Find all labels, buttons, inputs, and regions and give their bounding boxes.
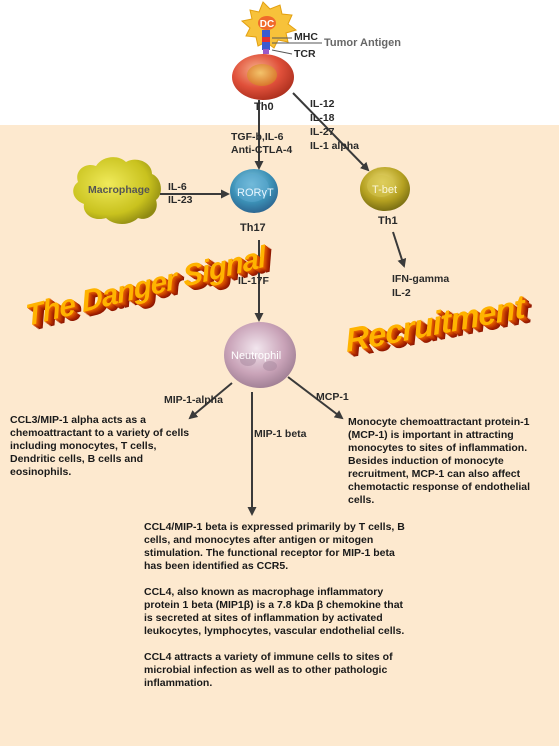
mip1-beta-label: MIP-1 beta <box>254 428 307 440</box>
signal-il6: IL-6 <box>168 181 187 193</box>
mip1-alpha-label: MIP-1-alpha <box>164 394 223 406</box>
mcp1-description: Monocyte chemoattractant protein-1 (MCP-… <box>348 416 531 506</box>
dc-label: DC <box>260 19 274 30</box>
macrophage-label: Macrophage <box>88 184 150 196</box>
pathway-arrows <box>160 92 407 516</box>
background-band <box>0 125 559 746</box>
arrow-neutrophil-to-mcp1 <box>287 376 344 420</box>
tcr-label: TCR <box>294 48 316 60</box>
signal-tgfb-il6: TGF-b,IL-6 <box>231 131 284 143</box>
th1-label: Th1 <box>378 215 398 227</box>
roryt-label: RORγT <box>237 187 274 199</box>
mcp1-label: MCP-1 <box>316 391 349 403</box>
th17-cell <box>230 169 278 213</box>
signal-anti-ctla4: Anti-CTLA-4 <box>231 144 293 156</box>
ccl4-paragraph-2: CCL4, also known as macrophage inflammat… <box>144 586 405 637</box>
ccl4-paragraph-3: CCL4 attracts a variety of immune cells … <box>144 651 393 689</box>
arrow-th0-to-th1 <box>292 92 370 172</box>
ccl4-description: CCL4/MIP-1 beta is expressed primarily b… <box>144 521 412 690</box>
tbet-label: T-bet <box>372 184 398 196</box>
cytokine-ifn-gamma: IFN-gamma <box>392 273 450 285</box>
signal-il27: IL-27 <box>310 126 335 138</box>
neutrophil-label: Neutrophil <box>231 350 282 362</box>
signal-il12: IL-12 <box>310 98 335 110</box>
cytokine-il2: IL-2 <box>392 287 411 299</box>
arrow-neutrophil-to-ccl3 <box>188 382 233 420</box>
signal-il1-alpha: IL-1 alpha <box>310 140 360 152</box>
th0-cell <box>232 54 294 100</box>
th0-label: Th0 <box>254 101 274 113</box>
neutrophil-cell <box>224 322 296 388</box>
cytokine-il17a: IL17A <box>238 262 267 274</box>
signal-il23: IL-23 <box>168 194 193 206</box>
ccl3-description: CCL3/MIP-1 alpha acts as a chemoattracta… <box>10 414 190 478</box>
arrow-th1-to-cytokines <box>392 231 407 268</box>
ccl4-paragraph-1: CCL4/MIP-1 beta is expressed primarily b… <box>144 521 405 572</box>
dendritic-cell: DC <box>240 1 298 49</box>
th1-cell <box>360 167 410 211</box>
signal-il18: IL-18 <box>310 112 335 124</box>
macrophage-cell <box>73 157 161 224</box>
cytokine-il17f: IL-17F <box>238 275 269 287</box>
th17-label: Th17 <box>240 222 266 234</box>
mhc-tcr-complex <box>262 30 322 55</box>
tumor-antigen-label: Tumor Antigen <box>324 37 401 49</box>
mhc-label: MHC <box>294 31 318 43</box>
